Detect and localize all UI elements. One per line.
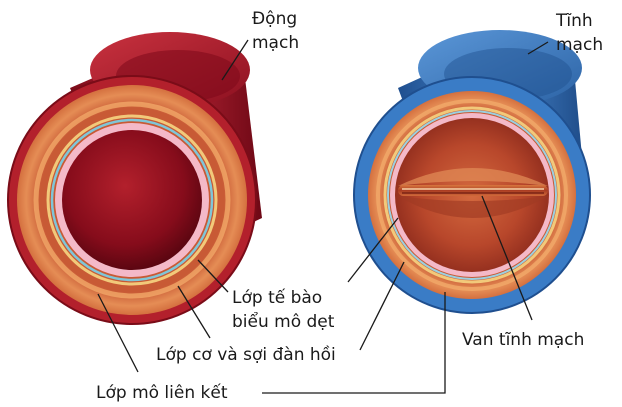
label-muscle-elastic: Lớp cơ và sợi đàn hồi [156,344,336,365]
artery-lumen [62,130,202,270]
label-connective: Lớp mô liên kết [96,382,228,403]
vein-valve-slit [398,185,548,196]
artery [8,32,262,324]
label-endothelium-line1: Lớp tế bào [232,287,322,308]
label-vein-line1: Tĩnh [555,11,593,31]
label-artery-line1: Động [252,9,297,29]
leader-muscle-vein [360,262,404,350]
label-vein-line2: mạch [556,35,603,55]
label-valve: Van tĩnh mạch [462,330,584,350]
label-artery-line2: mạch [252,33,299,53]
vein [354,30,590,313]
label-endothelium-line2: biểu mô dẹt [232,311,335,332]
